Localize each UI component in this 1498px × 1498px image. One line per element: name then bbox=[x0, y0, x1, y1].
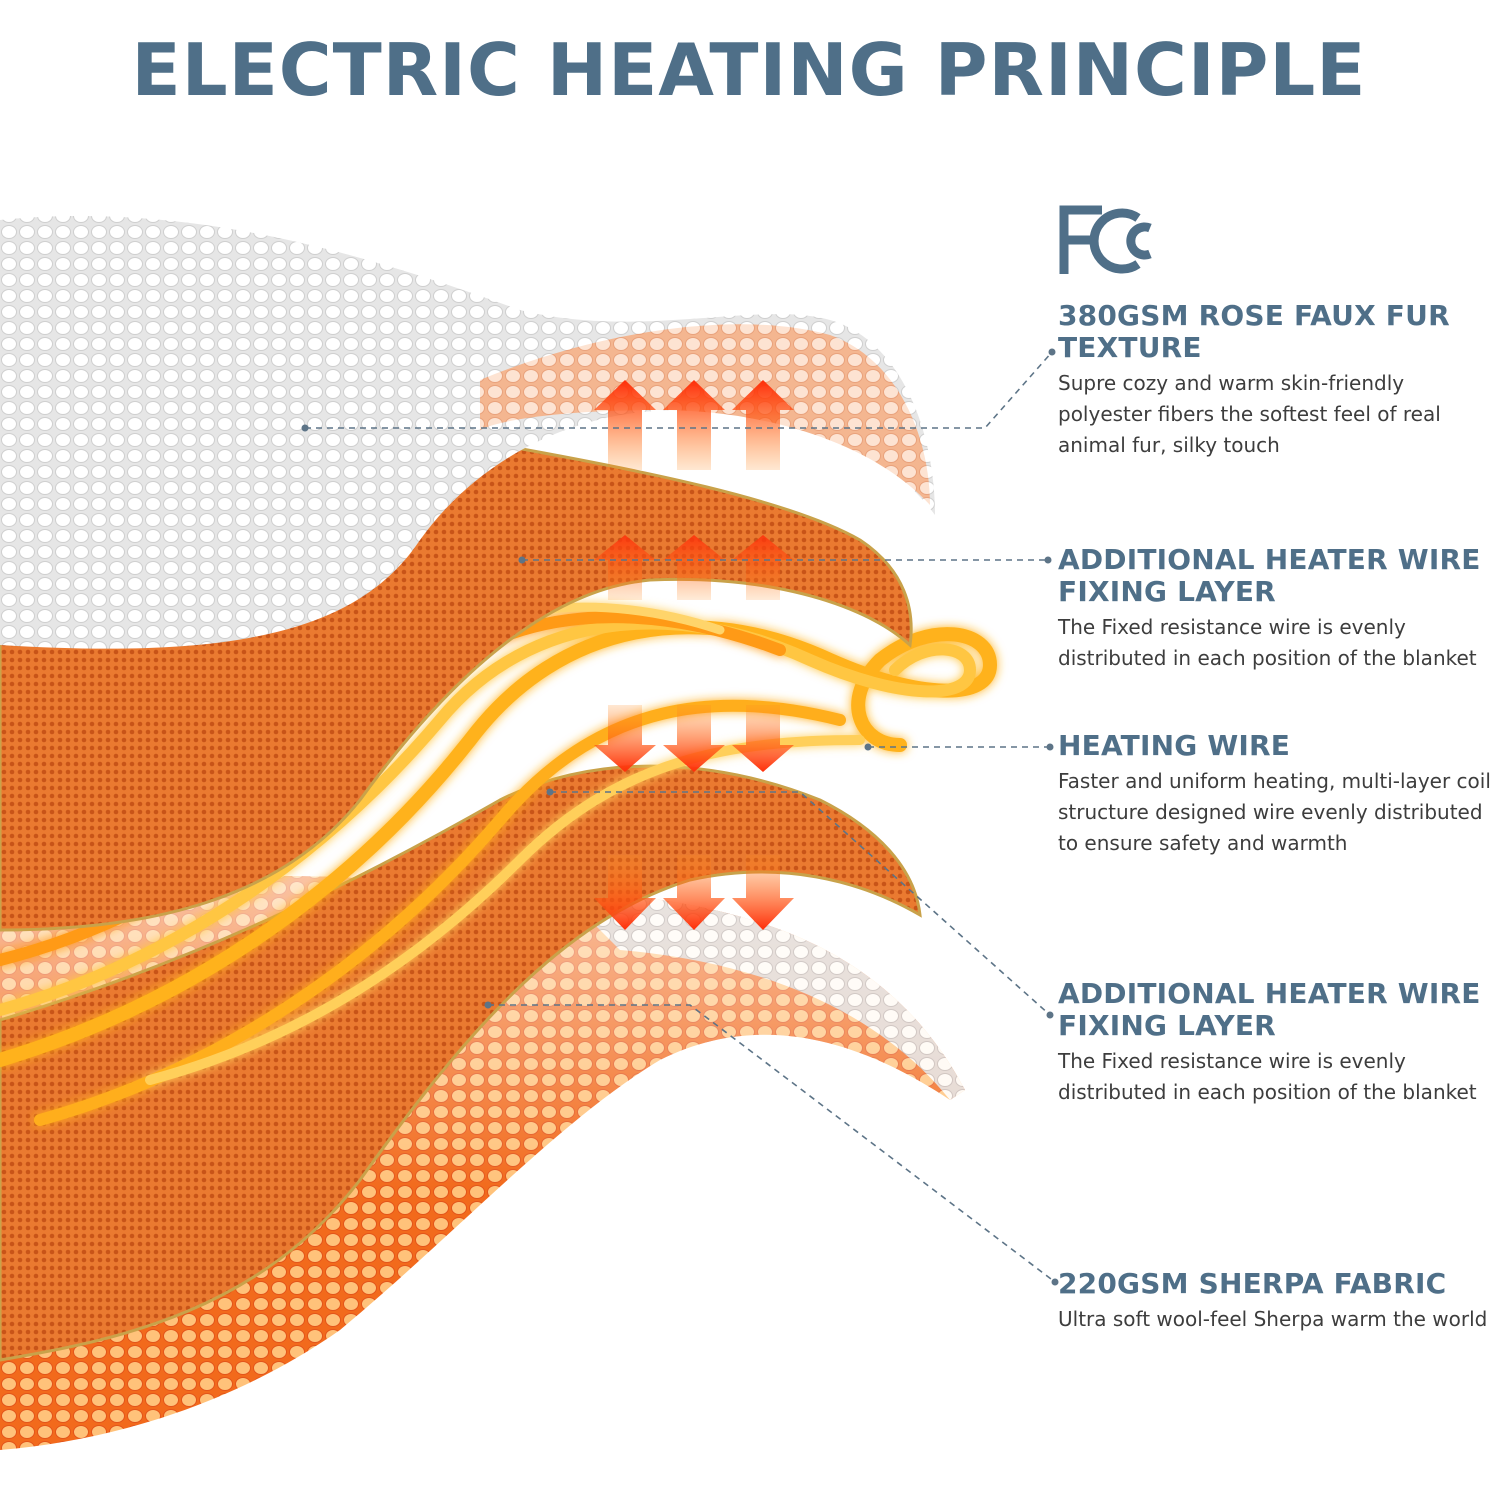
arrow-down-icon bbox=[663, 705, 725, 772]
arrow-up-icon bbox=[663, 380, 725, 470]
arrow-down-icon bbox=[594, 705, 656, 772]
layer-description: Faster and uniform heating, multi-layer … bbox=[1058, 769, 1491, 855]
leader-line-4 bbox=[550, 791, 1051, 1016]
layer-description: Ultra soft wool-feel Sherpa warm the wor… bbox=[1058, 1307, 1488, 1331]
arrow-up-icon bbox=[594, 380, 656, 470]
arrow-down-icon bbox=[663, 855, 725, 930]
layer-label-heating-wire: HEATING WIRE Faster and uniform heating,… bbox=[1058, 730, 1494, 859]
arrow-up-icon bbox=[732, 535, 794, 600]
arrow-down-icon bbox=[594, 855, 656, 930]
arrow-down-icon bbox=[732, 705, 794, 772]
page-title: ELECTRIC HEATING PRINCIPLE bbox=[131, 28, 1367, 112]
layer-description: Supre cozy and warm skin-friendly polyes… bbox=[1058, 371, 1441, 457]
lower-fixing-layer bbox=[0, 764, 922, 1362]
layer-description: The Fixed resistance wire is evenly dist… bbox=[1058, 615, 1477, 670]
layer-title: 380GSM ROSE FAUX FUR TEXTURE bbox=[1058, 299, 1450, 364]
leader-lines bbox=[301, 348, 1059, 1286]
faux-fur-layer bbox=[0, 216, 935, 649]
layer-title: HEATING WIRE bbox=[1058, 729, 1291, 762]
layer-label-faux-fur: 380GSM ROSE FAUX FUR TEXTURE Supre cozy … bbox=[1058, 300, 1494, 461]
layer-description: The Fixed resistance wire is evenly dist… bbox=[1058, 1049, 1477, 1104]
layer-label-lower-fixing: ADDITIONAL HEATER WIRE FIXING LAYER The … bbox=[1058, 978, 1494, 1108]
heat-arrows bbox=[594, 380, 794, 930]
arrow-up-icon bbox=[594, 535, 656, 600]
layer-title: 220GSM SHERPA FABRIC bbox=[1058, 1267, 1447, 1300]
layer-title: ADDITIONAL HEATER WIRE FIXING LAYER bbox=[1058, 543, 1481, 608]
layer-title: ADDITIONAL HEATER WIRE FIXING LAYER bbox=[1058, 977, 1481, 1042]
layer-label-sherpa: 220GSM SHERPA FABRIC Ultra soft wool-fee… bbox=[1058, 1268, 1494, 1335]
arrow-down-icon bbox=[732, 855, 794, 930]
fcc-logo-icon bbox=[1059, 205, 1152, 274]
arrow-up-icon bbox=[663, 535, 725, 600]
arrow-up-icon bbox=[732, 380, 794, 470]
layer-label-upper-fixing: ADDITIONAL HEATER WIRE FIXING LAYER The … bbox=[1058, 544, 1494, 674]
leader-line-5 bbox=[488, 1004, 1056, 1283]
